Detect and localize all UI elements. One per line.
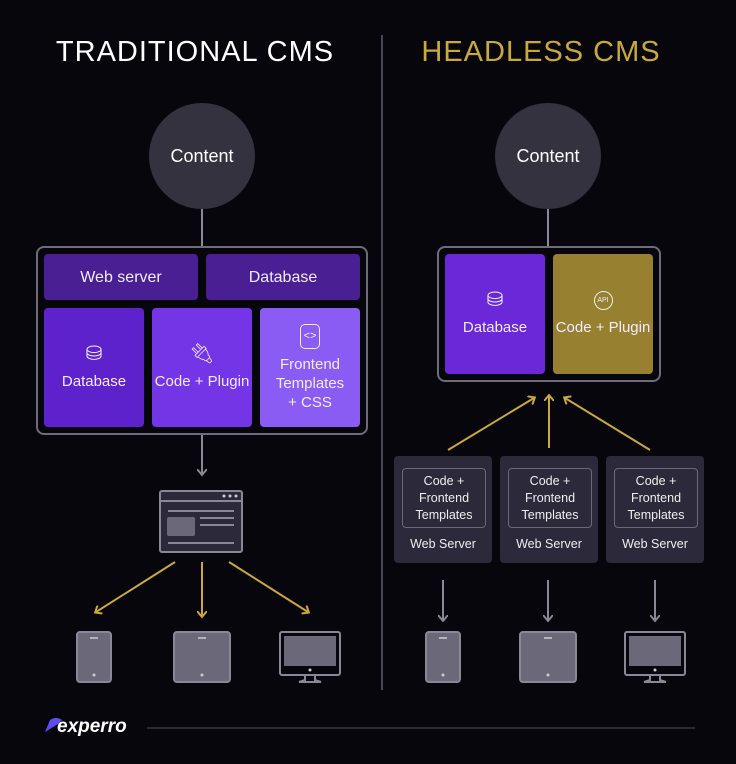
monitor-icon [279, 631, 341, 683]
tile-label: Code + Plugin [154, 372, 250, 390]
brand-logo: experro [57, 716, 127, 737]
server-inner-label: Code + Frontend Templates [521, 473, 579, 522]
headless-title: HEADLESS CMS [421, 36, 661, 68]
monitor-icon [624, 631, 686, 683]
database-top-tile: Database [206, 254, 360, 300]
code-plugin-tile: API Code + Plugin [553, 254, 653, 374]
web-server-tile: Web server [44, 254, 198, 300]
server-label: Web Server [622, 537, 688, 551]
server-label: Web Server [516, 537, 582, 551]
tablet-icon [519, 631, 577, 683]
tile-label: Database [61, 372, 127, 390]
frontend-templates-tile: <> Frontend Templates + CSS [260, 308, 360, 427]
server-inner-box: Code + Frontend Templates [614, 468, 698, 528]
database-tile: ⛁ Database [44, 308, 144, 427]
browser-icon [159, 490, 243, 553]
server-inner-box: Code + Frontend Templates [508, 468, 592, 528]
traditional-content-node: Content [149, 103, 255, 209]
api-icon: API [593, 291, 613, 310]
code-plugin-tile: 🔌︎ Code + Plugin [152, 308, 252, 427]
database-tile: ⛁ Database [445, 254, 545, 374]
headless-backend [437, 246, 661, 382]
tile-label: Frontend Templates + CSS [275, 355, 345, 411]
phone-icon [425, 631, 461, 683]
server-inner-box: Code + Frontend Templates [402, 468, 486, 528]
database-icon: ⛁ [85, 342, 103, 365]
server-inner-label: Code + Frontend Templates [415, 473, 473, 522]
traditional-monolith [36, 246, 368, 435]
tile-label: Database [462, 319, 528, 336]
tile-label: Code + Plugin [555, 319, 651, 336]
database-icon: ⛁ [486, 289, 504, 311]
server-inner-label: Code + Frontend Templates [627, 473, 685, 522]
experro-logo-icon [45, 718, 62, 732]
headless-content-node: Content [495, 103, 601, 209]
server-label: Web Server [410, 537, 476, 551]
code-window-icon: <> [299, 323, 321, 349]
tablet-icon [173, 631, 231, 683]
traditional-title: TRADITIONAL CMS [55, 36, 335, 68]
phone-icon [76, 631, 112, 683]
plug-icon: 🔌︎ [189, 342, 215, 365]
